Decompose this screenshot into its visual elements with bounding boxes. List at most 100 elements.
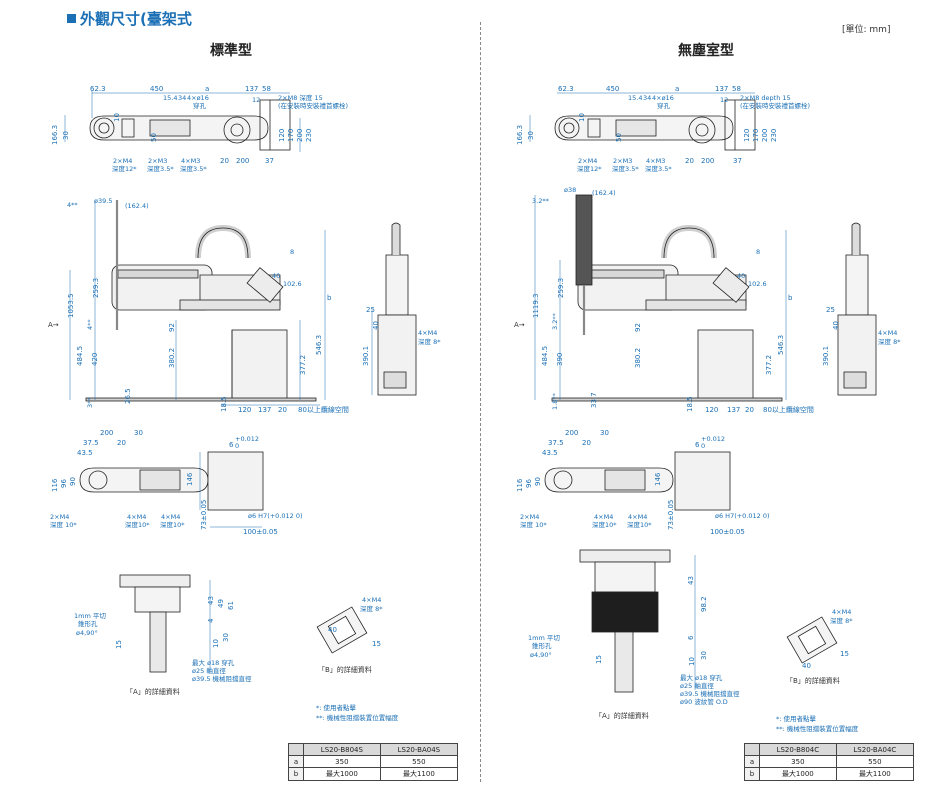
table-header-cell: [744, 743, 760, 756]
std-side-h4: 4**: [86, 319, 94, 330]
table-header-cell: LS20-BA04S: [379, 743, 459, 756]
cr-base-h146: 146: [654, 472, 662, 486]
std-a-h61: 61: [227, 601, 235, 610]
std-detail-a: [119, 574, 211, 673]
std-side-h377: 377.2: [299, 355, 307, 375]
std-top-d8: 4×ø16: [187, 94, 209, 102]
std-base-w30: 30: [134, 429, 143, 437]
std-top-w200: 200: [296, 129, 304, 142]
cr-a-n2: ø25 軸直徑: [680, 681, 714, 690]
cr-top-hole-label: 穿孔: [657, 101, 671, 110]
std-top-m3b: 4×M3: [181, 157, 200, 165]
cr-b-m4: 4×M4: [832, 608, 851, 616]
standard-drawing: [64, 90, 417, 673]
cr-base-w43: 43.5: [542, 449, 558, 457]
cr-detail-b: [786, 616, 838, 664]
cr-side-w120: 120: [705, 406, 718, 414]
std-top-m3b-depth: 深度3.5*: [180, 164, 207, 173]
std-top-d4: 137: [245, 85, 258, 93]
std-top-b37: 37: [265, 157, 274, 165]
cr-side-w137: 137: [727, 406, 740, 414]
unit-label: [單位: mm]: [842, 25, 891, 35]
cr-top-m4a: 2×M4: [578, 157, 597, 165]
cr-end-h40: 40: [832, 321, 840, 330]
cr-top-d3: a: [675, 85, 679, 93]
cr-side-d8: 8: [756, 248, 760, 256]
std-top-w230: 230: [305, 129, 313, 142]
cr-top-w120: 120: [743, 129, 751, 142]
cr-a-cone: 錐形孔: [532, 641, 552, 650]
cr-top-b200: 200: [701, 157, 714, 165]
cr-a-label: 「A」的詳細資料: [595, 711, 649, 720]
center-divider: [480, 22, 481, 782]
std-top-view: [64, 90, 301, 152]
std-base-w100: 100±0.05: [243, 528, 278, 536]
cr-side-r102: 102.6: [748, 280, 767, 288]
cr-base-h116: 116: [516, 478, 524, 492]
std-top-hole: 穿孔: [193, 101, 207, 110]
table-header-cell: LS20-B804C: [759, 743, 837, 756]
std-note-1: *: 使用者點擊: [316, 703, 357, 712]
cleanroom-labels: 62.3 450 a 137 58 15.4 34 4×ø16 穿孔 2×M8 …: [514, 85, 901, 733]
cr-base-h90: 90: [534, 477, 542, 486]
std-top-h30: 30: [62, 131, 70, 140]
std-end-h390: 390.1: [362, 346, 370, 366]
cr-top-w170: 170: [752, 129, 760, 142]
std-side-w26: 26.5: [124, 388, 132, 404]
std-side-w20: 20: [278, 406, 287, 414]
std-side-r102: 102.6: [283, 280, 302, 288]
table-row: b 最大1000 最大1100: [288, 767, 459, 781]
std-base-tol6: 6: [229, 441, 234, 449]
std-base-w200: 200: [100, 429, 113, 437]
cr-base-m4b: 4×M4: [594, 513, 613, 521]
std-base-h96: 96: [60, 479, 68, 488]
cr-base-h96: 96: [525, 479, 533, 488]
cr-top-h166: 166.3: [516, 125, 524, 145]
cr-a-h10: 10: [688, 657, 696, 666]
std-side-b: b: [327, 294, 332, 302]
std-a-h4: 4: [207, 618, 215, 623]
cr-top-m3b-depth: 深度3.5*: [645, 164, 672, 173]
std-side-h380: 380.2: [168, 348, 176, 368]
cr-side-w18: 18.5: [686, 396, 694, 412]
cr-side-h1-8: 1.8**: [551, 392, 559, 410]
cr-side-h1119: 1119.3: [532, 294, 540, 319]
table-cell: 550: [379, 755, 459, 768]
table-header-row: LS20-B804C LS20-BA04C: [744, 743, 915, 756]
cr-side-h377: 377.2: [765, 355, 773, 375]
table-header-row: LS20-B804S LS20-BA04S: [288, 743, 459, 756]
std-a-cone: 錐形孔: [78, 619, 98, 628]
std-top-d1: 62.3: [90, 85, 106, 93]
std-base-w43: 43.5: [77, 449, 93, 457]
std-side-top: 4**: [67, 201, 78, 209]
cr-side-162: (162.4): [592, 189, 616, 197]
std-end-d25: 25: [366, 306, 375, 314]
cr-base-h7: ø6 H7(+0.012 0): [715, 512, 770, 520]
cr-a-h15: 15: [595, 655, 603, 664]
cr-top-m3a: 2×M3: [613, 157, 632, 165]
std-a-h10: 10: [212, 639, 220, 648]
cleanroom-heading: 無塵室型: [678, 43, 734, 59]
std-side-wire: 80以上纜線空間: [298, 405, 349, 414]
standard-heading: 標準型: [210, 43, 252, 59]
std-a-flat: 1mm 平切: [74, 612, 106, 620]
std-base-h7: ø6 H7(+0.012 0): [248, 512, 303, 520]
std-side-w137: 137: [258, 406, 271, 414]
std-b-depth: 深度 8*: [360, 604, 383, 613]
table-header-cell: LS20-B804S: [303, 743, 381, 756]
cr-side-h92: 92: [634, 323, 642, 332]
cr-top-h30: 30: [527, 131, 535, 140]
cr-top-d7: 34: [643, 94, 651, 102]
cr-side-r40: 40: [737, 272, 745, 280]
table-cell: 最大1100: [379, 767, 459, 781]
cr-side-h380: 380.2: [634, 348, 642, 368]
cr-top-d6: 15.4: [628, 94, 642, 102]
std-side-h3: 3**: [86, 397, 94, 408]
table-cell: b: [288, 767, 304, 781]
cr-base-w100: 100±0.05: [710, 528, 745, 536]
cr-a-flat: 1mm 平切: [528, 634, 560, 642]
std-b-w40: 40: [328, 626, 337, 634]
std-b-label: 「B」的詳細資料: [318, 665, 372, 674]
table-cell: 最大1100: [835, 767, 915, 781]
